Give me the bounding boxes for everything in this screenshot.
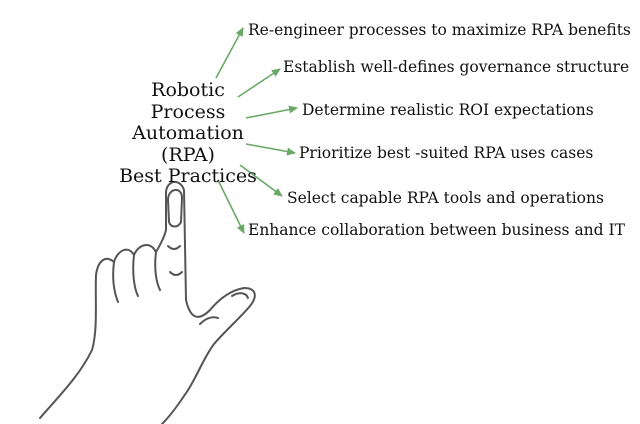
practice-item-5: Select capable RPA tools and operations [287, 189, 604, 207]
practice-item-6: Enhance collaboration between business a… [248, 221, 625, 239]
title-line: Process [150, 100, 226, 123]
arrows [215, 27, 298, 234]
practice-item-2: Establish well-defines governance struct… [283, 58, 630, 76]
arrow-6 [217, 179, 245, 234]
title-line: Robotic [151, 79, 225, 101]
arrow-1 [215, 27, 244, 79]
practice-item-4: Prioritize best -suited RPA uses cases [299, 144, 594, 162]
knuckle-crease-1 [167, 245, 181, 250]
arrow-4 [245, 143, 296, 156]
practice-item-1: Re-engineer processes to maximize RPA be… [248, 21, 631, 39]
curled-finger-line-1 [112, 261, 119, 303]
thumb-nail [231, 292, 249, 299]
curled-finger-line-3 [154, 251, 161, 291]
diagram-title: Robotic Process Automation (RPA) Best Pr… [108, 79, 268, 188]
arrow-3 [245, 105, 298, 119]
arrow-5 [239, 164, 283, 197]
practice-item-3: Determine realistic ROI expectations [302, 101, 594, 119]
thumb-crease [199, 316, 219, 325]
knuckle-crease-2 [169, 271, 183, 276]
arrow-2 [237, 68, 281, 98]
curled-finger-line-2 [132, 254, 139, 297]
title-line: (RPA) [161, 143, 215, 166]
index-finger-outline [39, 181, 256, 424]
fingernail [167, 189, 183, 228]
title-line: Best Practices [119, 165, 257, 187]
hand-illustration [39, 181, 256, 424]
title-line: Automation [132, 122, 244, 144]
